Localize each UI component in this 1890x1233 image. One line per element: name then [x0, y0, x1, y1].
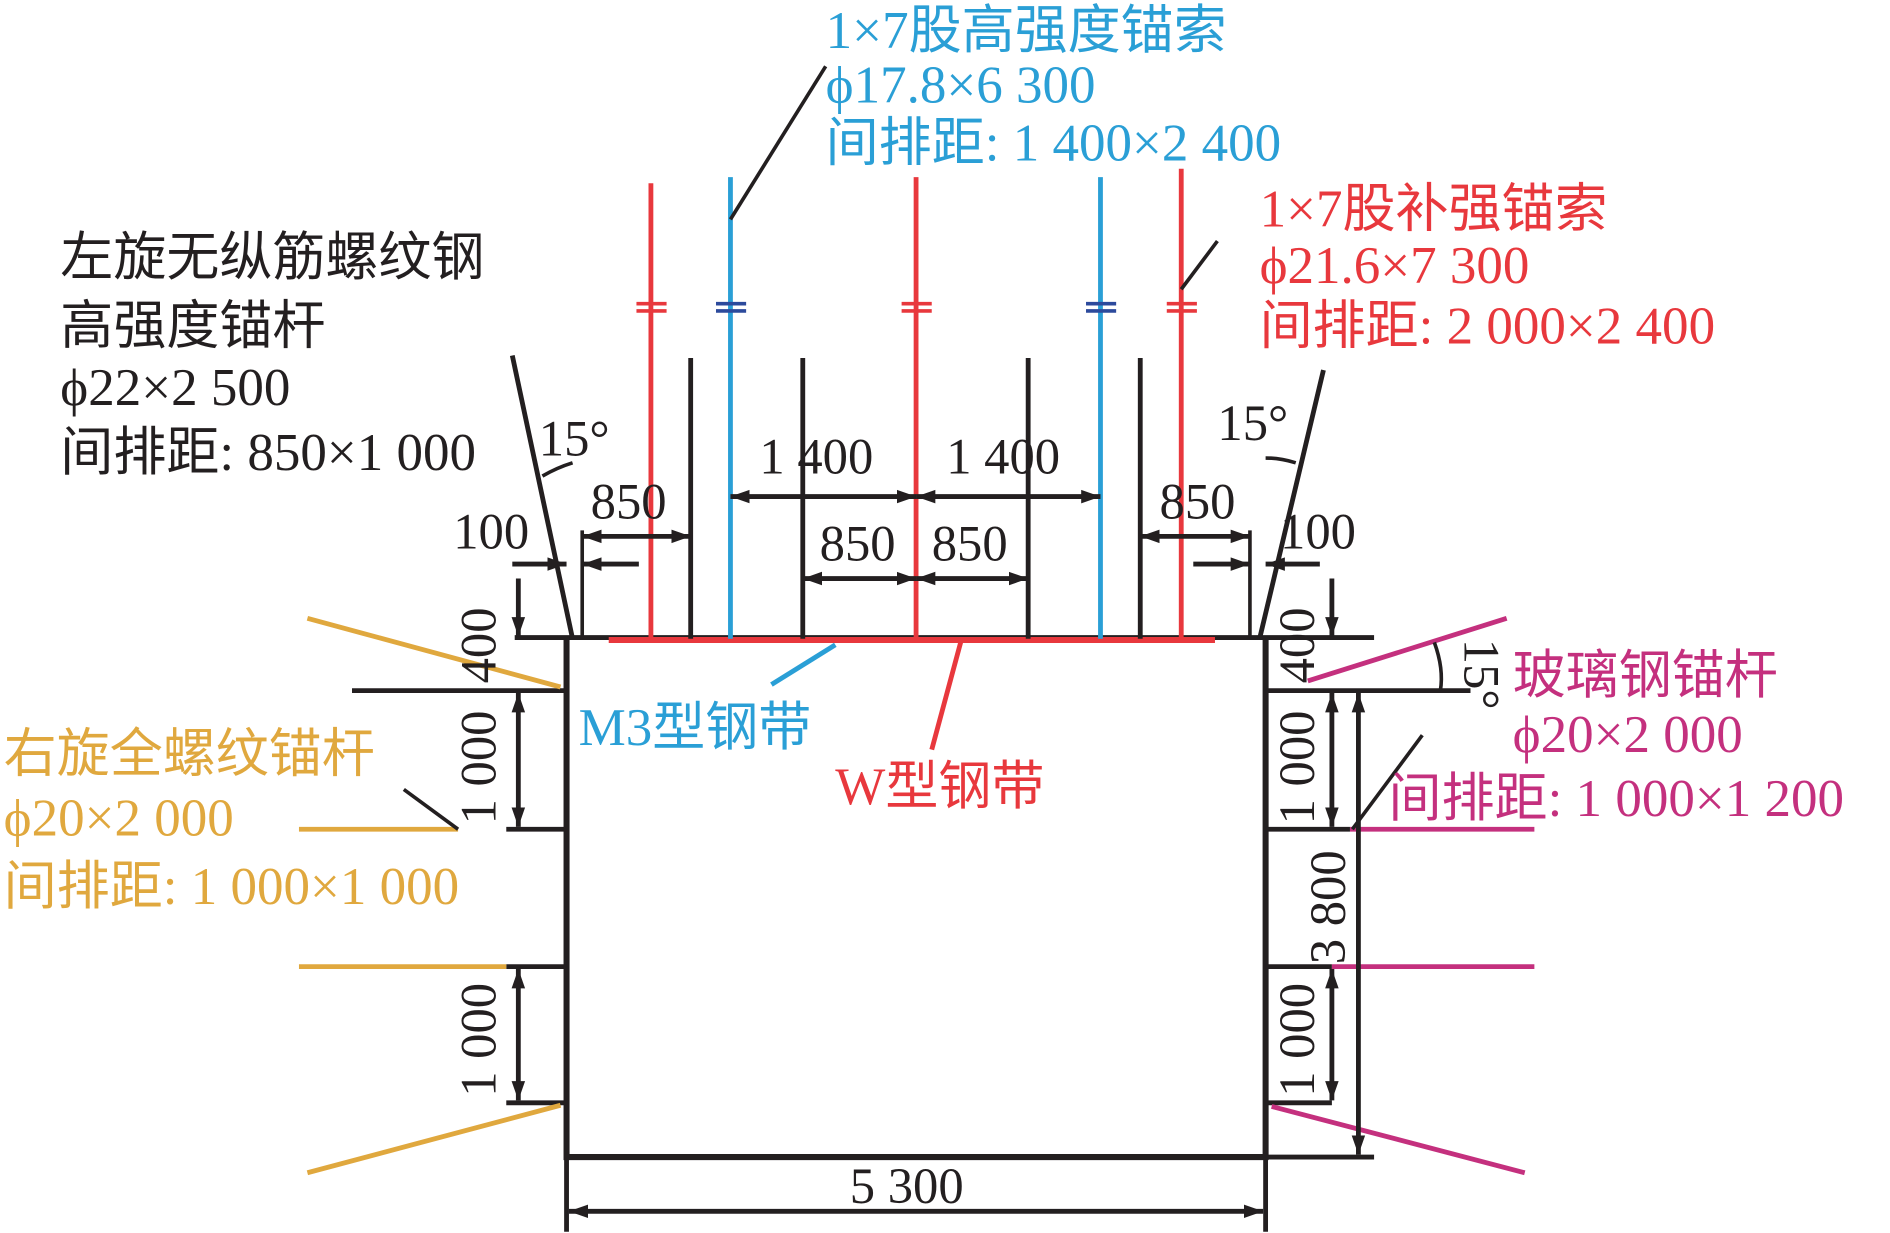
svg-text:左旋无纵筋螺纹钢: 左旋无纵筋螺纹钢: [60, 229, 484, 287]
roof-bolt-label: 左旋无纵筋螺纹钢 高强度锚杆 ϕ22×2 500 间排距: 850×1 000: [60, 229, 484, 482]
svg-text:ϕ20×2 000: ϕ20×2 000: [4, 789, 234, 847]
cable-reinf-label: 1×7股补强锚索 ϕ21.6×7 300 间排距: 2 000×2 400: [1260, 181, 1715, 356]
tunnel-outline: [352, 635, 1471, 1232]
svg-text:850: 850: [932, 515, 1008, 571]
svg-text:玻璃钢锚杆: 玻璃钢锚杆: [1513, 647, 1778, 705]
svg-text:右旋全螺纹锚杆: 右旋全螺纹锚杆: [4, 725, 375, 783]
svg-text:1×7股补强锚索: 1×7股补强锚索: [1260, 181, 1608, 239]
svg-text:1 000: 1 000: [450, 983, 506, 1097]
svg-text:间排距: 1 000×1 000: 间排距: 1 000×1 000: [4, 858, 459, 916]
svg-text:间排距: 1 000×1 200: 间排距: 1 000×1 200: [1389, 770, 1845, 828]
svg-text:ϕ17.8×6 300: ϕ17.8×6 300: [826, 56, 1096, 114]
svg-text:5 300: 5 300: [850, 1158, 964, 1214]
side-bolt-label: 右旋全螺纹锚杆 ϕ20×2 000 间排距: 1 000×1 000: [4, 725, 459, 916]
anchor-cables: [636, 168, 1197, 639]
svg-text:15°: 15°: [539, 411, 610, 467]
svg-text:15°: 15°: [1217, 395, 1288, 451]
svg-text:间排距: 2 000×2 400: 间排距: 2 000×2 400: [1260, 298, 1715, 356]
svg-text:3 800: 3 800: [1300, 850, 1356, 964]
svg-text:1 000: 1 000: [450, 711, 506, 825]
svg-text:400: 400: [1269, 607, 1325, 683]
svg-text:100: 100: [453, 503, 529, 559]
svg-text:高强度锚杆: 高强度锚杆: [60, 298, 325, 356]
frp-bolt-label: 玻璃钢锚杆 ϕ20×2 000 间排距: 1 000×1 200: [1389, 647, 1845, 828]
svg-text:850: 850: [591, 473, 667, 529]
w-band-label: W型钢带: [835, 758, 1044, 816]
svg-text:400: 400: [450, 607, 506, 683]
svg-text:1 000: 1 000: [1269, 711, 1325, 825]
svg-text:间排距: 1 400×2 400: 间排距: 1 400×2 400: [826, 114, 1281, 172]
svg-text:15°: 15°: [1453, 639, 1509, 710]
svg-text:1 000: 1 000: [1269, 983, 1325, 1097]
left-side-bolts: [298, 615, 562, 1176]
leader-lines: [402, 65, 1424, 831]
svg-text:850: 850: [820, 515, 896, 571]
svg-text:间排距: 850×1 000: 间排距: 850×1 000: [60, 424, 476, 482]
svg-text:ϕ20×2 000: ϕ20×2 000: [1513, 706, 1743, 764]
svg-text:100: 100: [1280, 503, 1356, 559]
svg-text:850: 850: [1160, 473, 1236, 529]
svg-text:ϕ22×2 500: ϕ22×2 500: [60, 359, 290, 417]
cable-high-label: 1×7股高强度锚索 ϕ17.8×6 300 间排距: 1 400×2 400: [826, 2, 1281, 172]
svg-text:ϕ21.6×7 300: ϕ21.6×7 300: [1260, 237, 1530, 295]
dimension-labels: 1 400 1 400 850 850 850 850 100 100 15° …: [450, 395, 1509, 1214]
m3-band-label: M3型钢带: [579, 699, 812, 757]
right-side-bolts: [1271, 616, 1535, 1176]
dimension-arrows: [511, 456, 1444, 1219]
svg-text:1 400: 1 400: [946, 429, 1060, 485]
svg-text:1 400: 1 400: [759, 429, 873, 485]
svg-text:1×7股高强度锚索: 1×7股高强度锚索: [826, 2, 1227, 60]
